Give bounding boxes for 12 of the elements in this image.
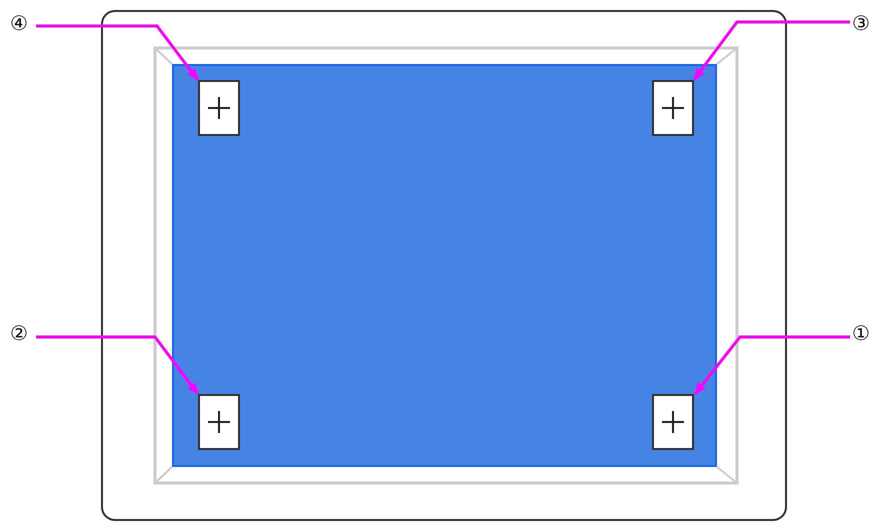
callout-number: ④ bbox=[10, 12, 28, 34]
leader-line bbox=[36, 24, 200, 81]
calibration-target bbox=[198, 80, 240, 136]
leader-line bbox=[36, 336, 200, 395]
calibration-target bbox=[652, 80, 694, 136]
calibration-target bbox=[652, 394, 694, 450]
leader-line bbox=[692, 20, 850, 81]
leader-line bbox=[694, 336, 850, 395]
callout-number: ② bbox=[10, 322, 28, 344]
callout-number: ③ bbox=[852, 12, 870, 34]
callout-number: ① bbox=[852, 322, 870, 344]
calibration-target bbox=[198, 394, 240, 450]
